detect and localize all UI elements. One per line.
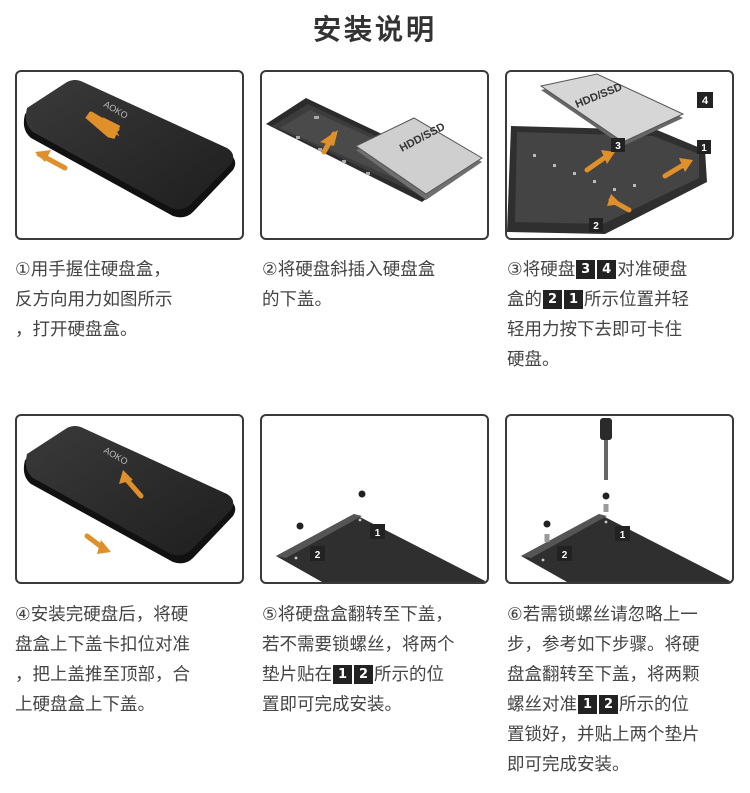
marker-1: 1 bbox=[697, 140, 711, 154]
number-badge: 1 bbox=[333, 665, 352, 684]
number-badge: 2 bbox=[543, 290, 562, 309]
svg-text:2: 2 bbox=[562, 550, 568, 561]
step-4-illustration: AOKO bbox=[15, 414, 244, 584]
pad bbox=[543, 520, 551, 528]
screw bbox=[544, 534, 550, 542]
svg-text:2: 2 bbox=[315, 550, 321, 561]
number-badge: 1 bbox=[564, 290, 583, 309]
svg-text:1: 1 bbox=[620, 530, 626, 541]
svg-text:1: 1 bbox=[701, 143, 707, 154]
screw bbox=[603, 504, 609, 512]
number-badge: 1 bbox=[578, 695, 597, 714]
svg-text:1: 1 bbox=[375, 528, 381, 539]
svg-text:2: 2 bbox=[593, 221, 599, 232]
pad bbox=[602, 492, 610, 500]
press-arrow bbox=[584, 153, 610, 173]
step-1-illustration: AOKO bbox=[15, 70, 244, 240]
push-arrow bbox=[85, 111, 121, 139]
marker-2: 2 bbox=[589, 218, 603, 232]
pad bbox=[296, 522, 304, 530]
step-4-text: ④安装完硬盘后，将硬 盘盒上下盖卡扣位对准 ，把上盖推至顶部，合 上硬盘盒上下盖… bbox=[15, 605, 190, 715]
marker-1: 1 bbox=[370, 524, 385, 539]
step-1-text: ①用手握住硬盘盒， 反方向用力如图所示 ，打开硬盘盒。 bbox=[15, 260, 173, 340]
page-title: 安装说明 bbox=[312, 13, 437, 46]
svg-text:4: 4 bbox=[702, 95, 709, 107]
number-badge: 3 bbox=[576, 260, 596, 279]
number-badge: 2 bbox=[354, 665, 373, 684]
marker-1: 1 bbox=[615, 526, 630, 541]
screwdriver-icon bbox=[600, 418, 612, 480]
svg-text:3: 3 bbox=[615, 141, 621, 152]
step-3-illustration: HDD/SSD 4 3 1 2 bbox=[505, 70, 734, 240]
pad bbox=[358, 490, 366, 498]
push-up-arrow bbox=[124, 477, 144, 499]
step-6-illustration: 1 2 bbox=[505, 414, 734, 584]
step-2-text: ②将硬盘斜插入硬盘盒 的下盖。 bbox=[262, 260, 436, 310]
press-arrow bbox=[662, 161, 688, 179]
step-6-text: ⑥若需锁螺丝请忽略上一 步，参考如下步骤。将硬 盘盒翻转至下盖，将两颗 螺丝对准… bbox=[507, 605, 700, 775]
step-5-illustration: 1 2 bbox=[260, 414, 489, 584]
marker-2: 2 bbox=[310, 546, 325, 561]
number-badge: 4 bbox=[597, 260, 617, 279]
marker-4: 4 bbox=[697, 92, 713, 108]
marker-3: 3 bbox=[611, 138, 625, 152]
number-badge: 2 bbox=[599, 695, 618, 714]
marker-2: 2 bbox=[557, 546, 572, 561]
step-2-illustration: HDD/SSD bbox=[260, 70, 489, 240]
